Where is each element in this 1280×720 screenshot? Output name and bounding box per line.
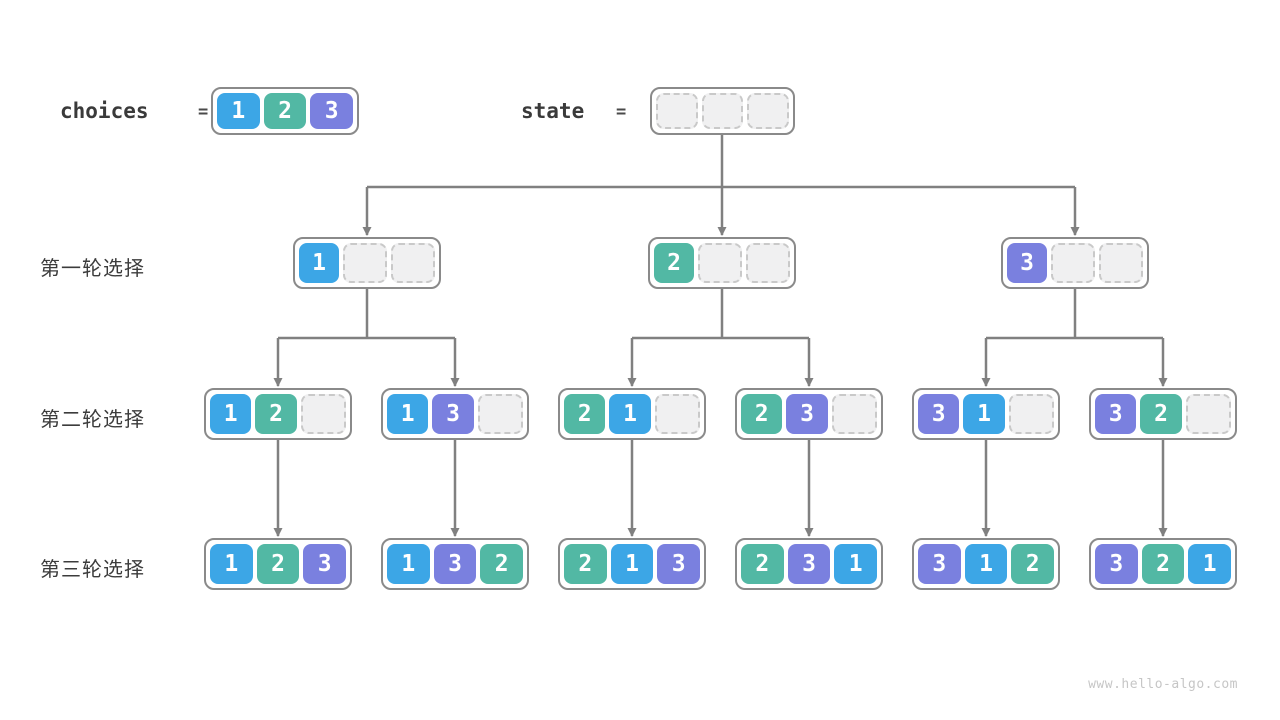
array-cell-2: 2 <box>741 394 783 434</box>
watermark: www.hello-algo.com <box>1088 677 1238 692</box>
array-cell-3: 3 <box>1007 243 1047 283</box>
array-cell-3: 3 <box>918 394 960 434</box>
array-cell-1: 1 <box>834 544 878 584</box>
array-cell-3: 3 <box>432 394 474 434</box>
array-cell-empty <box>1008 394 1054 434</box>
array-cell-2: 2 <box>741 544 784 584</box>
array-cell-1: 1 <box>1188 544 1232 584</box>
array-cell-1: 1 <box>217 93 260 129</box>
tree-node-3__: 3 <box>1001 237 1149 289</box>
array-cell-1: 1 <box>964 544 1008 584</box>
row-label-3: 第三轮选择 <box>40 557 145 581</box>
array-cell-2: 2 <box>1141 544 1185 584</box>
array-cell-empty <box>1099 243 1143 283</box>
array-cell-3: 3 <box>303 544 347 584</box>
array-cell-1: 1 <box>387 394 429 434</box>
array-cell-1: 1 <box>299 243 339 283</box>
row-label-1: 第一轮选择 <box>40 256 145 280</box>
tree-node-1__: 1 <box>293 237 441 289</box>
array-cell-empty <box>477 394 523 434</box>
array-cell-3: 3 <box>310 93 354 129</box>
array-cell-3: 3 <box>1095 394 1137 434</box>
state-label: state <box>521 99 585 123</box>
array-cell-2: 2 <box>263 93 307 129</box>
array-cell-empty <box>831 394 877 434</box>
array-cell-empty <box>343 243 387 283</box>
array-cell-empty <box>1185 394 1231 434</box>
array-cell-empty <box>300 394 346 434</box>
array-cell-empty <box>656 93 698 129</box>
array-cell-2: 2 <box>1140 394 1182 434</box>
array-cell-3: 3 <box>918 544 961 584</box>
array-cell-empty <box>391 243 435 283</box>
array-cell-2: 2 <box>255 394 297 434</box>
array-cell-1: 1 <box>387 544 430 584</box>
row-label-2: 第二轮选择 <box>40 407 145 431</box>
array-cell-empty <box>746 243 790 283</box>
array-cell-3: 3 <box>433 544 477 584</box>
array-cell-empty <box>654 394 700 434</box>
choices-equals-sign: = <box>198 102 209 122</box>
state-array-box <box>650 87 795 135</box>
array-cell-1: 1 <box>210 394 252 434</box>
array-cell-1: 1 <box>210 544 253 584</box>
array-cell-empty <box>698 243 742 283</box>
array-cell-3: 3 <box>786 394 828 434</box>
array-cell-1: 1 <box>609 394 651 434</box>
tree-node-2__: 2 <box>648 237 796 289</box>
array-cell-empty <box>701 93 744 129</box>
array-cell-2: 2 <box>564 394 606 434</box>
array-cell-1: 1 <box>963 394 1005 434</box>
choices-label: choices <box>60 99 149 123</box>
array-cell-2: 2 <box>480 544 524 584</box>
array-cell-3: 3 <box>787 544 831 584</box>
state-equals-sign: = <box>616 102 627 122</box>
array-cell-2: 2 <box>256 544 300 584</box>
array-cell-empty <box>747 93 790 129</box>
array-cell-empty <box>1051 243 1095 283</box>
array-cell-3: 3 <box>1095 544 1138 584</box>
array-cell-3: 3 <box>657 544 701 584</box>
array-cell-1: 1 <box>610 544 654 584</box>
array-cell-2: 2 <box>564 544 607 584</box>
array-cell-2: 2 <box>654 243 694 283</box>
array-cell-2: 2 <box>1011 544 1055 584</box>
